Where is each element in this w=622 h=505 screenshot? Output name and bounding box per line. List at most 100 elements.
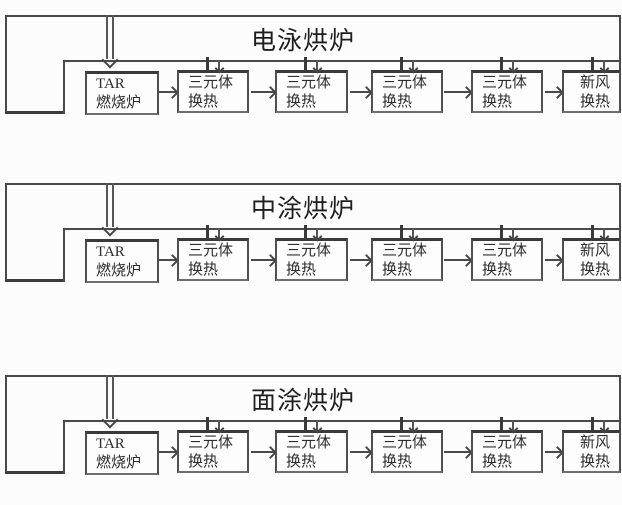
pipe-tick-return [316,420,318,430]
top-pipe-line [5,15,620,17]
exhaust-drop-pipe [106,183,114,227]
flow-connector [545,446,564,459]
exhaust-drop-pipe [106,15,114,59]
node-label-line2: 换热 [382,454,413,470]
node-heat-exchanger-1: 三元体 换热 [177,70,249,113]
arrow-down-icon [101,219,119,237]
oven-title: 中涂烘炉 [250,196,355,223]
node-tar-furnace: TAR 燃烧炉 [85,239,159,283]
node-heat-exchanger-4: 三元体 换热 [471,70,543,113]
flow-connector [350,446,373,459]
node-label-line2: 换热 [286,262,317,278]
node-label-line2: 燃烧炉 [96,95,142,111]
duct-return-box [5,183,65,282]
node-heat-exchanger-4: 三元体 换热 [471,430,543,473]
node-heat-exchanger-3: 三元体 换热 [371,238,443,281]
pipe-tick-return [603,420,605,430]
pipe-tick-supply [500,225,503,238]
pipe-tick-supply [591,417,594,430]
node-label-line1: 三元体 [382,435,428,451]
node-label-line2: 换热 [382,94,413,110]
node-fresh-air-exchanger: 新风 换热 [562,70,621,113]
duct-return-box [5,15,65,114]
exhaust-drop-pipe [106,375,114,419]
node-label-line1: 三元体 [188,243,234,259]
oven-section-topcoat: 面涂烘炉 TAR 燃烧炉 三元体 换热 三元体 换热 三元体 换热 三元体 换热 [0,375,622,495]
node-label-line1: 三元体 [286,75,332,91]
flow-connector [545,254,564,267]
pipe-tick-supply [500,417,503,430]
pipe-tick-supply [206,57,209,70]
pipe-tick-supply [591,225,594,238]
flow-connector [350,86,373,99]
node-label-line2: 换热 [286,94,317,110]
flow-connector [159,254,179,267]
duct-return-box [5,375,65,474]
node-label-line2: 换热 [580,454,611,470]
node-label-line2: 换热 [482,454,513,470]
pipe-tick-supply [304,225,307,238]
pipe-tick-return [512,228,514,238]
flow-connector [444,446,473,459]
node-tar-furnace: TAR 燃烧炉 [85,431,159,475]
node-fresh-air-exchanger: 新风 换热 [562,430,621,473]
node-label-line2: 燃烧炉 [96,455,142,471]
arrow-down-icon [101,411,119,429]
node-label-line2: 换热 [482,94,513,110]
node-heat-exchanger-3: 三元体 换热 [371,70,443,113]
pipe-tick-supply [304,417,307,430]
pipe-tick-supply [304,57,307,70]
arrow-down-icon [101,51,119,69]
flow-connector [159,446,179,459]
node-label-line2: 换热 [188,262,219,278]
node-tar-furnace: TAR 燃烧炉 [85,71,159,115]
pipe-tick-return [316,228,318,238]
pipe-tick-return [603,228,605,238]
node-label-line1: 三元体 [188,435,234,451]
pipe-tick-return [316,60,318,70]
node-heat-exchanger-3: 三元体 换热 [371,430,443,473]
pipe-tick-supply [400,57,403,70]
node-label-line1: 新风 [580,243,611,259]
flow-connector [159,86,179,99]
node-label-line2: 换热 [482,262,513,278]
node-heat-exchanger-4: 三元体 换热 [471,238,543,281]
node-label-line1: 三元体 [482,243,528,259]
node-fresh-air-exchanger: 新风 换热 [562,238,621,281]
duct-box-right-edge [63,228,65,282]
pipe-tick-return [412,420,414,430]
flow-connector [350,254,373,267]
node-label-line1: 三元体 [286,243,332,259]
node-label-line1: 三元体 [382,75,428,91]
oven-title: 电泳烘炉 [250,28,355,55]
flow-connector [251,446,277,459]
top-pipe-line [5,375,620,377]
pipe-tick-supply [591,57,594,70]
node-label-line1: 新风 [580,435,611,451]
node-label-line1: 新风 [580,75,611,91]
node-label-line1: 三元体 [286,435,332,451]
duct-box-right-edge [63,60,65,114]
node-label-line2: 换热 [580,94,611,110]
pipe-tick-return [603,60,605,70]
supply-pipe-line [64,420,620,422]
node-label-line1: 三元体 [482,75,528,91]
node-label-line1: TAR [96,244,125,260]
pipe-tick-return [218,420,220,430]
node-heat-exchanger-1: 三元体 换热 [177,430,249,473]
oven-title: 面涂烘炉 [250,388,355,415]
duct-box-right-edge [63,420,65,474]
node-heat-exchanger-2: 三元体 换热 [275,430,348,473]
node-label-line1: 三元体 [382,243,428,259]
node-label-line2: 换热 [382,262,413,278]
supply-pipe-line [64,228,620,230]
pipe-tick-return [412,228,414,238]
node-label-line2: 换热 [286,454,317,470]
pipe-tick-supply [400,225,403,238]
pipe-tick-supply [500,57,503,70]
supply-pipe-line [64,60,620,62]
flow-connector [545,86,564,99]
node-label-line1: TAR [96,436,125,452]
top-pipe-line [5,183,620,185]
